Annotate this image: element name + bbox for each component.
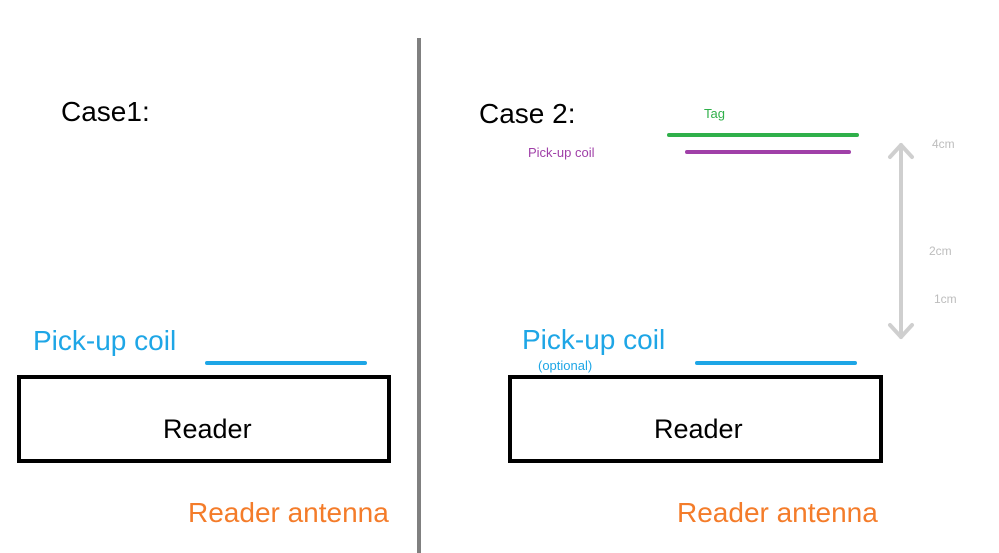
case2-reader-antenna-label: Reader antenna	[677, 497, 878, 528]
case2-pickup-coil-line	[695, 361, 857, 365]
case1-reader-box	[17, 375, 391, 463]
case2-secondary-coil-label: Pick-up coil	[528, 145, 595, 160]
case1-title: Case1:	[61, 96, 150, 127]
case2-optional-label: (optional)	[538, 358, 593, 373]
case1-reader-antenna-label: Reader antenna	[188, 497, 389, 528]
distance-label-2cm: 2cm	[929, 244, 952, 258]
case1-pickup-coil-label: Pick-up coil	[33, 325, 177, 356]
distance-arrow	[888, 143, 914, 339]
case1-pickup-coil-line	[205, 361, 367, 365]
case2-pickup-coil-label: Pick-up coil	[522, 324, 666, 355]
case2-tag-line	[667, 133, 859, 137]
distance-label-4cm: 4cm	[932, 137, 955, 151]
case2-tag-label: Tag	[704, 106, 725, 121]
case2-secondary-coil-line	[685, 150, 851, 154]
case2-reader-label: Reader	[654, 414, 743, 444]
case2-title: Case 2:	[479, 98, 576, 129]
divider-line	[417, 38, 421, 553]
case2-reader-box	[508, 375, 883, 463]
distance-label-1cm: 1cm	[934, 292, 957, 306]
case1-reader-label: Reader	[163, 414, 252, 444]
